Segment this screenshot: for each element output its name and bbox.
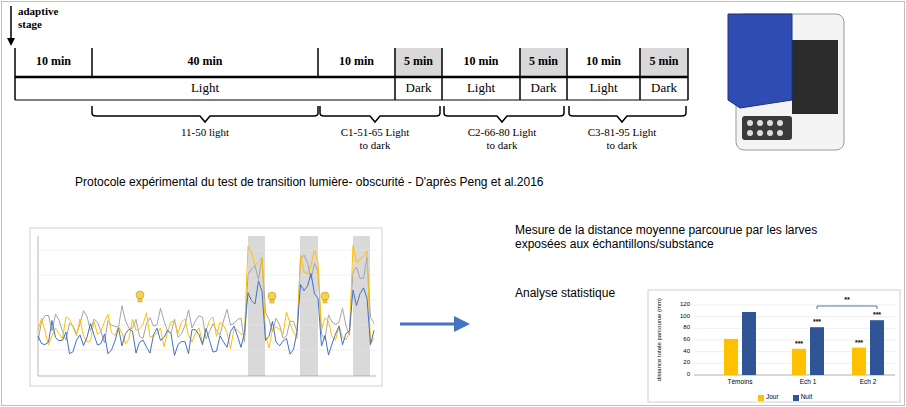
category-label: Ech 2 xyxy=(846,378,890,385)
axis-tick: 40 xyxy=(668,348,690,355)
legend-swatch xyxy=(758,395,764,401)
duration-cell: 5 min xyxy=(395,55,442,69)
phase-cell: Dark xyxy=(640,81,688,96)
significance-mark: *** xyxy=(867,311,887,319)
significance-mark: *** xyxy=(807,318,827,326)
duration-cell: 10 min xyxy=(15,55,92,69)
axis-tick: 20 xyxy=(668,359,690,366)
axis-tick: 80 xyxy=(668,324,690,331)
legend-swatch xyxy=(793,395,799,401)
stage-label: adaptive stage xyxy=(18,5,70,30)
duration-cell: 5 min xyxy=(640,55,688,69)
period-label: C1-51-65 Light to dark xyxy=(336,126,414,151)
axis-title: distance totale parcourue (mm) xyxy=(656,284,663,394)
duration-cell: 10 min xyxy=(567,55,640,69)
phase-cell: Light xyxy=(567,81,640,96)
duration-cell: 5 min xyxy=(520,55,567,69)
category-label: Ech 1 xyxy=(786,378,830,385)
legend-text: Jour xyxy=(766,393,779,400)
description-text: Analyse statistique xyxy=(515,287,665,301)
phase-cell: Dark xyxy=(520,81,567,96)
data-trace xyxy=(38,273,374,355)
significance-mark: *** xyxy=(789,340,809,348)
period-label: C3-81-95 Light to dark xyxy=(583,126,661,151)
phase-cell: Dark xyxy=(395,81,442,96)
duration-cell: 10 min xyxy=(442,55,520,69)
axis-tick: 120 xyxy=(668,301,690,308)
duration-cell: 10 min xyxy=(318,55,395,69)
figure-caption: Protocole expérimental du test de transi… xyxy=(75,176,795,190)
axis-tick: 0 xyxy=(668,371,690,378)
phase-cell: Light xyxy=(15,81,395,96)
description-text: Mesure de la distance moyenne parcourue … xyxy=(515,224,855,252)
category-label: Témoins xyxy=(718,378,762,385)
significance-mark: *** xyxy=(849,339,869,347)
phase-cell: Light xyxy=(442,81,520,96)
axis-tick: 60 xyxy=(668,336,690,343)
period-label: 11-50 light xyxy=(180,126,230,139)
axis-tick: 100 xyxy=(668,313,690,320)
duration-cell: 40 min xyxy=(92,55,318,69)
period-label: C2-66-80 Light to dark xyxy=(463,126,541,151)
significance-mark: ** xyxy=(837,296,857,304)
legend-text: Nuit xyxy=(801,393,813,400)
